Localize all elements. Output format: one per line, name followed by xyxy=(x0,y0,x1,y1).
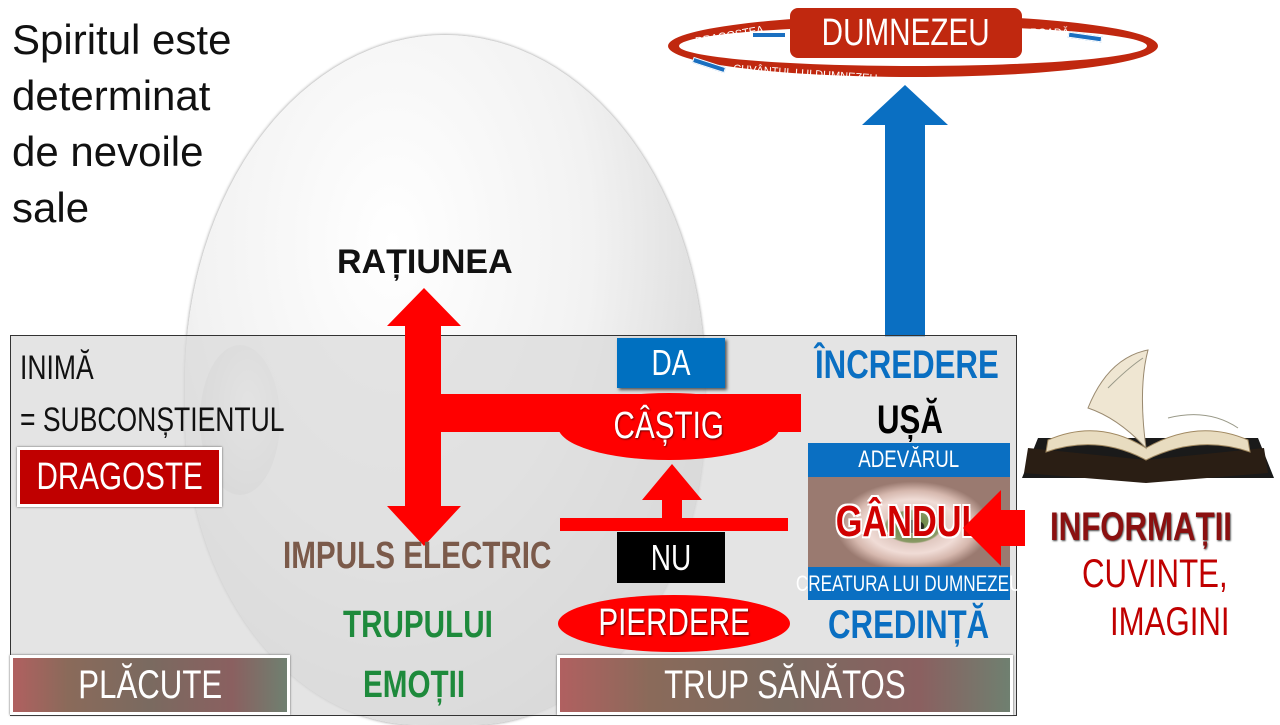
faith-text: CREDINȚĂ xyxy=(828,603,990,647)
arrow-left-icon xyxy=(752,32,786,38)
trust-text: ÎNCREDERE xyxy=(815,343,999,387)
body-text: TRUPULUI xyxy=(343,604,493,646)
red-up-arrow-icon xyxy=(642,464,702,524)
emotions-label: EMOȚII xyxy=(363,664,494,707)
truth-strip: ADEVĂRUL xyxy=(808,443,1010,477)
no-box: NU xyxy=(617,532,725,583)
intro-text: Spiritul este determinat de nevoile sale xyxy=(12,12,272,236)
love-box-label: DRAGOSTE xyxy=(36,455,203,498)
god-box: DUMNEZEU xyxy=(790,8,1022,58)
info-title: INFORMAȚII xyxy=(1050,505,1280,550)
words-label: CUVINTE, xyxy=(1082,552,1269,597)
bible-book-icon xyxy=(1022,349,1274,483)
loss-label: PIERDERE xyxy=(598,602,750,644)
yes-label: DA xyxy=(651,342,691,383)
door-text: UȘĂ xyxy=(877,398,943,442)
body-label: TRUPULUI xyxy=(343,604,535,647)
yes-box: DA xyxy=(617,338,725,388)
no-label: NU xyxy=(650,536,692,578)
blue-up-arrow-icon xyxy=(862,85,948,337)
truth-label: ADEVĂRUL xyxy=(858,446,960,473)
gain-label: CÂȘTIG xyxy=(613,405,725,447)
emotions-text: EMOȚII xyxy=(363,664,466,706)
love-box: DRAGOSTE xyxy=(17,447,222,507)
eye-image: GÂNDUL xyxy=(808,477,1010,567)
god-label: DUMNEZEU xyxy=(822,11,990,54)
impulse-label: IMPULS ELECTRIC xyxy=(283,535,627,578)
loss-ellipse: PIERDERE xyxy=(558,595,790,652)
thought-label: GÂNDUL xyxy=(835,497,983,546)
pleasant-box: PLĂCUTE xyxy=(10,655,290,715)
creature-label: CREATURA LUI DUMNEZEU xyxy=(796,570,1022,596)
subconscious-label: = SUBCONȘTIENTUL xyxy=(20,401,285,439)
red-left-arrow-icon xyxy=(963,490,1025,566)
images-label: IMAGINI xyxy=(1110,600,1263,645)
heart-title: INIMĂ xyxy=(20,349,94,387)
creature-strip: CREATURA LUI DUMNEZEU xyxy=(796,567,1022,600)
faith-label: CREDINȚĂ xyxy=(828,603,1035,648)
info-title-text: INFORMAȚII xyxy=(1050,505,1232,549)
words-text: CUVINTE, xyxy=(1082,552,1228,596)
healthy-body-box: TRUP SĂNĂTOS xyxy=(557,655,1013,715)
trust-label: ÎNCREDERE xyxy=(815,343,1051,388)
gain-ellipse: CÂȘTIG xyxy=(558,393,780,460)
impulse-text: IMPULS ELECTRIC xyxy=(283,535,552,577)
door-label: UȘĂ xyxy=(877,398,961,443)
images-text: IMAGINI xyxy=(1110,600,1230,644)
intro-line: de nevoile xyxy=(12,128,204,175)
pleasant-label: PLĂCUTE xyxy=(78,662,222,707)
eye-panel: ADEVĂRUL GÂNDUL CREATURA LUI DUMNEZEU xyxy=(796,443,1022,600)
fruit-ring-label: ROADĂ xyxy=(1030,27,1070,39)
reason-label: RAȚIUNEA xyxy=(337,243,513,281)
intro-line: Spiritul este xyxy=(12,16,232,63)
healthy-body-label: TRUP SĂNĂTOS xyxy=(664,662,906,707)
intro-line: determinat xyxy=(12,72,211,119)
heart-label: INIMĂ = SUBCONȘTIENTUL xyxy=(20,342,359,446)
decision-divider xyxy=(560,518,788,531)
intro-line: sale xyxy=(12,184,90,231)
